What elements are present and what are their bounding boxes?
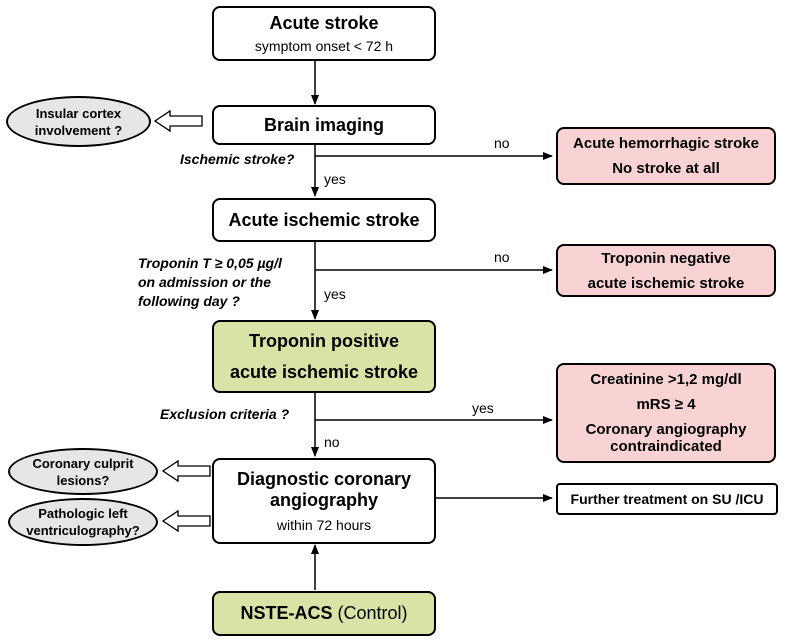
label-yes-troponin: yes (324, 286, 346, 302)
hollow-arrow-culprit (161, 459, 211, 483)
label-no-troponin: no (494, 249, 510, 265)
ventriculo-line1: Pathologic left (38, 506, 128, 521)
nste-acs-title: NSTE-ACS (240, 603, 333, 623)
diagnostic-angio-line1: Diagnostic coronary (236, 469, 412, 489)
further-treatment-box: Further treatment on SU /ICU (556, 483, 778, 515)
hemorrhagic-line2: No stroke at all (612, 160, 720, 177)
label-yes-ischemic: yes (324, 171, 346, 187)
label-yes-exclusion: yes (472, 400, 494, 416)
exclusion-criteria-box: Creatinine >1,2 mg/dl mRS ≥ 4 Coronary a… (556, 363, 776, 463)
troponin-positive-line1: Troponin positive (248, 330, 399, 351)
ventriculo-ellipse: Pathologic left ventriculography? (8, 498, 158, 546)
insular-line1: Insular cortex (35, 105, 122, 121)
acute-stroke-box: Acute stroke symptom onset < 72 h (212, 6, 436, 61)
troponin-question-line3: following day ? (138, 293, 240, 309)
hollow-arrow-insular (153, 109, 203, 133)
ventriculo-line2: ventriculography? (26, 523, 140, 538)
exclusion-line1: Creatinine >1,2 mg/dl (590, 371, 742, 388)
diagnostic-angio-line2: angiography (269, 490, 378, 510)
acute-stroke-sub: symptom onset < 72 h (254, 38, 394, 54)
diagnostic-angio-box: Diagnostic coronary angiography within 7… (212, 458, 436, 544)
troponin-negative-line2: acute ischemic stroke (587, 274, 745, 292)
ischemic-question: Ischemic stroke? (180, 151, 295, 167)
culprit-ellipse: Coronary culprit lesions? (8, 448, 158, 495)
insular-line2: involvement ? (34, 122, 123, 138)
acute-stroke-title: Acute stroke (269, 13, 379, 33)
nste-acs-suffix: (Control) (332, 603, 408, 623)
acute-ischemic-title: Acute ischemic stroke (228, 209, 420, 230)
further-treatment-title: Further treatment on SU /ICU (570, 491, 764, 507)
label-no-hemorrhagic: no (494, 135, 510, 151)
acute-ischemic-box: Acute ischemic stroke (212, 198, 436, 242)
troponin-positive-line2: acute ischemic stroke (229, 361, 419, 382)
troponin-question-line1: Troponin T ≥ 0,05 µg/l (138, 255, 282, 271)
label-no-exclusion: no (324, 434, 340, 450)
exclusion-line3: Coronary angiography (585, 421, 747, 438)
troponin-positive-box: Troponin positive acute ischemic stroke (212, 320, 436, 393)
exclusion-line2: mRS ≥ 4 (636, 396, 696, 413)
troponin-negative-box: Troponin negative acute ischemic stroke (556, 244, 776, 297)
troponin-question-line2: on admission or the (138, 274, 272, 290)
brain-imaging-box: Brain imaging (212, 105, 436, 145)
insular-ellipse: Insular cortex involvement ? (6, 96, 151, 147)
brain-imaging-title: Brain imaging (263, 114, 384, 135)
hemorrhagic-box: Acute hemorrhagic stroke No stroke at al… (556, 127, 776, 185)
nste-acs-box: NSTE-ACS (Control) (212, 591, 436, 636)
culprit-line1: Coronary culprit (32, 455, 134, 471)
hemorrhagic-line1: Acute hemorrhagic stroke (573, 135, 759, 152)
exclusion-question: Exclusion criteria ? (160, 406, 290, 422)
hollow-arrow-ventriculo (161, 509, 211, 533)
culprit-line2: lesions? (56, 472, 110, 488)
exclusion-line4: contraindicated (610, 438, 722, 455)
troponin-negative-line1: Troponin negative (601, 249, 731, 267)
diagnostic-angio-sub: within 72 hours (276, 517, 372, 533)
troponin-question: Troponin T ≥ 0,05 µg/l on admission or t… (138, 254, 282, 311)
